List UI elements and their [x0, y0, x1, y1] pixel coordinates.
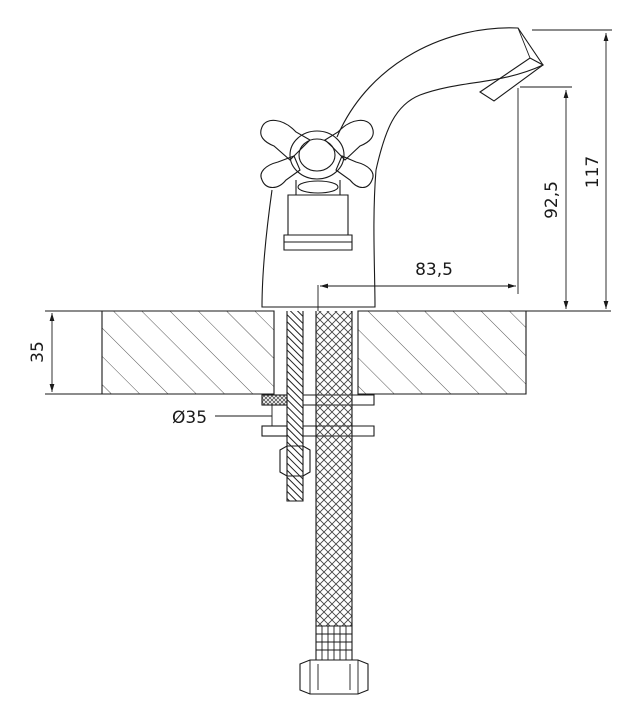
dimension-counter-thickness: 35 — [28, 313, 55, 392]
dimension-label-spout-outlet-height: 92,5 — [542, 181, 562, 219]
mounting-nut — [279, 445, 311, 477]
dimension-label-counter-thickness: 35 — [28, 341, 48, 363]
dimension-label-spout-reach: 83,5 — [415, 260, 453, 280]
dimension-label-hole-diameter: Ø35 — [172, 408, 207, 428]
cross-handle — [260, 119, 374, 189]
threaded-rod — [287, 311, 303, 501]
dimension-total-height: 117 — [532, 29, 612, 309]
spout — [336, 27, 544, 171]
spout-aerator — [479, 57, 545, 102]
washer-left — [261, 425, 288, 437]
dimension-label-total-height: 117 — [583, 156, 603, 188]
dimension-spout-reach: 83,5 — [317, 88, 519, 311]
countertop-left-hatch — [102, 311, 274, 394]
handle-cartridge — [283, 180, 353, 251]
dimension-spout-outlet-height: 92,5 — [520, 86, 572, 309]
faucet-body — [260, 27, 545, 308]
countertop-section — [45, 310, 611, 395]
dimension-hole-diameter: Ø35 — [172, 405, 273, 428]
mounting-hardware — [261, 311, 375, 695]
braided-hose — [316, 311, 352, 626]
hose-nut-fitting — [299, 659, 369, 695]
rubber-gasket — [262, 395, 287, 405]
countertop-right-hatch — [358, 311, 526, 394]
